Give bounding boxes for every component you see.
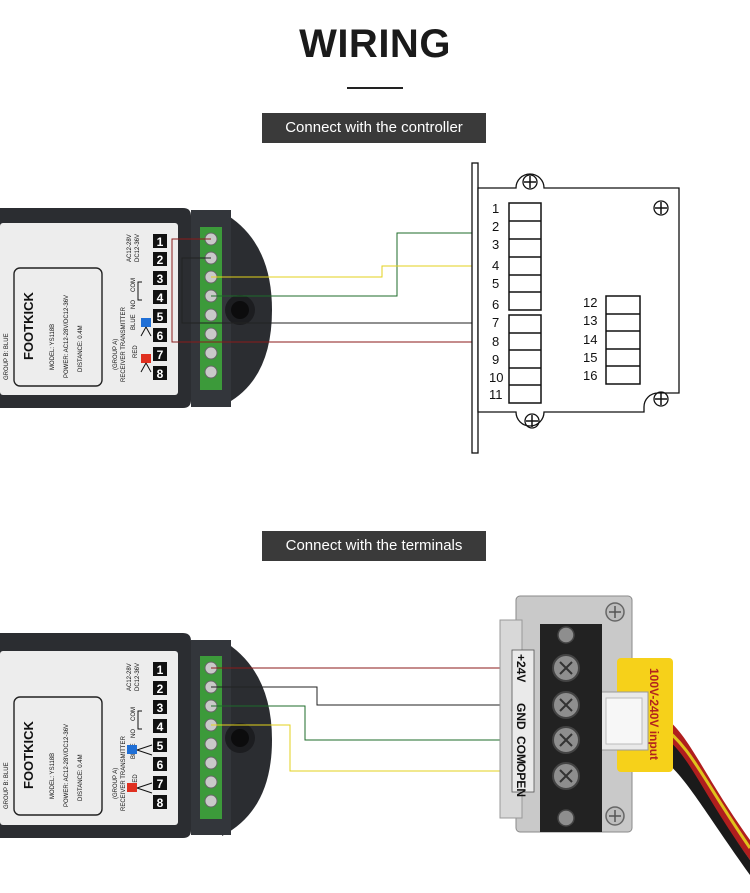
com-label: COM: [131, 707, 137, 721]
power-label: POWER: AC12-28V/DC12-36V: [64, 724, 70, 807]
ac-label: AC12-28V: [127, 663, 133, 691]
pin-number-column: 1 2 3 4 5 6 7 8: [153, 662, 167, 810]
dc-label: DC12-36V: [135, 234, 141, 262]
dc-label: DC12-36V: [135, 663, 141, 691]
com-label: COM: [131, 278, 137, 292]
wire-green-1: [211, 232, 505, 297]
page-title: WIRING: [299, 22, 451, 66]
controller-left-pin-labels: 1 2 3 4 5 6 7 8 9 10 11: [489, 201, 503, 402]
wire-green-2: [211, 705, 510, 741]
brand-label: FOOTKICK: [21, 721, 36, 789]
svg-text:1: 1: [492, 201, 499, 216]
distance-label: DISTANCE: 0.4M: [78, 325, 84, 372]
terminal-screws: [204, 661, 218, 808]
section-banner-controller: Connect with the controller: [262, 113, 486, 143]
distance-label: DISTANCE: 0.4M: [78, 754, 84, 801]
connector-block-b: [508, 314, 542, 404]
terminal-label-com: COM: [514, 736, 528, 764]
svg-text:1: 1: [157, 235, 164, 249]
group-b-label: GROUP B: BLUE: [4, 762, 10, 809]
connector-block-c: [605, 295, 641, 385]
terminal-block: 100V-240V input +24V GND COM OPEN: [499, 595, 750, 875]
wire-yellow-2: [211, 724, 510, 772]
wire-black-2: [211, 686, 510, 706]
blue-wire-tag: [127, 745, 137, 754]
no-label: NO: [131, 729, 137, 738]
device-label-panel: [0, 223, 178, 395]
svg-text:7: 7: [157, 348, 164, 362]
svg-text:7: 7: [492, 315, 499, 330]
red-wire-tag: [141, 354, 151, 363]
svg-text:8: 8: [157, 796, 164, 810]
power-label: POWER: AC12-28V/DC12-36V: [64, 295, 70, 378]
svg-text:6: 6: [157, 758, 164, 772]
ac-label: AC12-28V: [127, 234, 133, 262]
controller-board: 1 2 3 4 5 6 7 8 9 10 11 12 13 14 15 16: [471, 162, 680, 454]
rx-tx-label: RECEIVER TRANSMITTER: [121, 735, 127, 811]
svg-text:4: 4: [157, 291, 164, 305]
svg-text:3: 3: [492, 237, 499, 252]
wire-black-1: [181, 257, 505, 324]
brand-label: FOOTKICK: [21, 292, 36, 360]
terminal-label-open: OPEN: [514, 763, 528, 797]
svg-text:13: 13: [583, 313, 597, 328]
barrier-screws: [552, 602, 625, 827]
connector-block-a: [508, 202, 542, 311]
svg-text:9: 9: [492, 352, 499, 367]
wires-section-2: [211, 667, 510, 772]
svg-text:1: 1: [157, 663, 164, 677]
svg-text:5: 5: [157, 310, 164, 324]
wire-yellow-1: [211, 265, 505, 278]
svg-text:2: 2: [492, 219, 499, 234]
svg-text:15: 15: [583, 350, 597, 365]
terminal-label-strip: [511, 649, 535, 793]
svg-text:4: 4: [157, 720, 164, 734]
group-a-label: (GROUP A): [113, 768, 119, 799]
svg-text:2: 2: [157, 682, 164, 696]
model-label: MODEL: YS118B: [50, 753, 56, 799]
svg-text:11: 11: [489, 387, 503, 402]
pin-number-column: 1 2 3 4 5 6 7 8: [153, 234, 167, 381]
blue-label: BLUE: [131, 314, 137, 330]
svg-text:16: 16: [583, 368, 597, 383]
svg-text:8: 8: [492, 334, 499, 349]
svg-text:14: 14: [583, 332, 597, 347]
svg-text:6: 6: [492, 297, 499, 312]
svg-text:8: 8: [157, 367, 164, 381]
svg-text:3: 3: [157, 272, 164, 286]
footkick-device-2: FOOTKICK MODEL: YS118B POWER: AC12-28V/D…: [0, 633, 272, 838]
title-underline: [347, 87, 403, 89]
controller-right-pin-labels: 12 13 14 15 16: [583, 295, 597, 383]
model-label: MODEL: YS118B: [50, 324, 56, 370]
input-voltage-label: 100V-240V input: [647, 668, 661, 760]
svg-text:10: 10: [489, 370, 503, 385]
svg-text:7: 7: [157, 777, 164, 791]
red-label: RED: [133, 345, 139, 358]
group-a-label: (GROUP A): [113, 339, 119, 370]
section-banner-terminals: Connect with the terminals: [262, 531, 486, 561]
wire-red-1: [171, 238, 505, 343]
red-wire-tag: [127, 783, 137, 792]
svg-text:3: 3: [157, 701, 164, 715]
svg-text:5: 5: [492, 276, 499, 291]
no-label: NO: [131, 300, 137, 309]
wires-section-1: [171, 232, 505, 343]
terminal-label-24v: +24V: [514, 654, 528, 682]
svg-text:4: 4: [492, 258, 499, 273]
svg-text:6: 6: [157, 329, 164, 343]
plus-screw-icon: [522, 174, 669, 429]
red-label: RED: [133, 774, 139, 787]
rx-tx-label: RECEIVER TRANSMITTER: [121, 306, 127, 382]
svg-text:5: 5: [157, 739, 164, 753]
svg-text:2: 2: [157, 253, 164, 267]
terminal-label-gnd: GND: [514, 703, 528, 730]
footkick-device-1: FOOTKICK MODEL: YS118B POWER: AC12-28V/D…: [0, 208, 272, 408]
group-b-label: GROUP B: BLUE: [4, 333, 10, 380]
blue-wire-tag: [141, 318, 151, 327]
svg-text:12: 12: [583, 295, 597, 310]
